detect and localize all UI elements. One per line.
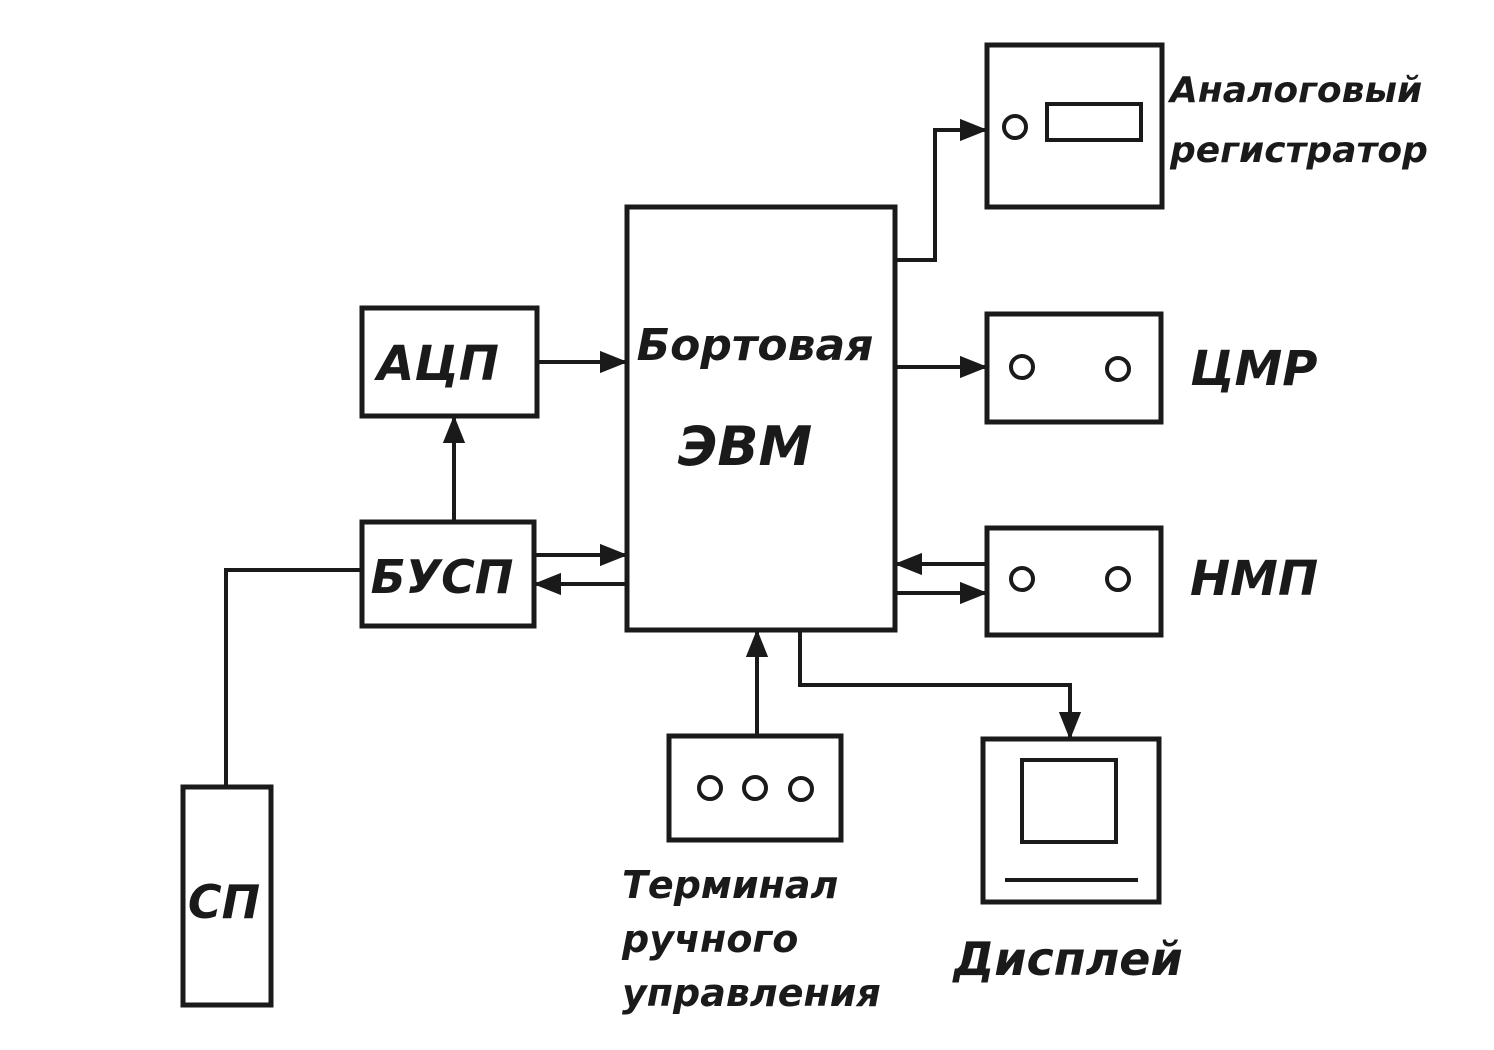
terminal-label-line3: управления	[622, 971, 881, 1015]
busp-box	[359, 519, 537, 629]
cmr-reel-left	[1009, 354, 1035, 380]
adc-label: АЦП	[373, 336, 499, 392]
node-terminal: Терминал ручного управления	[621, 733, 881, 1015]
cmr-label: ЦМР	[1190, 341, 1317, 397]
analog-recorder-label-line2: регистратор	[1169, 130, 1428, 171]
analog-recorder-knob	[1002, 114, 1028, 140]
terminal-button-2	[742, 775, 768, 801]
terminal-label-line1: Терминал	[622, 863, 838, 907]
node-busp: БУСП	[359, 519, 537, 629]
node-sp: СП	[180, 784, 274, 1008]
node-computer: Бортовая ЭВМ	[624, 204, 898, 633]
computer-label-line1: Бортовая	[637, 320, 874, 371]
node-adc: АЦП	[359, 305, 540, 419]
node-display: Дисплей	[951, 736, 1183, 986]
node-cmr: ЦМР	[984, 311, 1317, 425]
terminal-label-line2: ручного	[621, 917, 798, 961]
display-label: Дисплей	[951, 932, 1182, 986]
node-nmp: НМП	[984, 525, 1318, 638]
edge-computer-to-analog-recorder	[895, 118, 988, 262]
edge-computer-to-display	[798, 630, 1082, 740]
nmp-reel-right	[1105, 566, 1131, 592]
analog-recorder-window	[1045, 102, 1143, 142]
cmr-reel-right	[1105, 356, 1131, 382]
computer-label-line2: ЭВМ	[678, 415, 813, 478]
nmp-label: НМП	[1190, 551, 1318, 607]
nmp-reel-left	[1009, 566, 1035, 592]
busp-label: БУСП	[371, 550, 514, 604]
node-analog-recorder: Аналоговый регистратор	[984, 42, 1428, 210]
display-screen	[1020, 758, 1118, 844]
computer-box	[624, 204, 898, 633]
analog-recorder-label-line1: Аналоговый	[1167, 70, 1422, 111]
edge-sp-to-busp	[224, 568, 362, 787]
terminal-button-1	[697, 775, 723, 801]
sp-box	[180, 784, 274, 1008]
edges	[224, 118, 1082, 787]
sp-label: СП	[188, 875, 260, 929]
terminal-button-3	[788, 776, 814, 802]
